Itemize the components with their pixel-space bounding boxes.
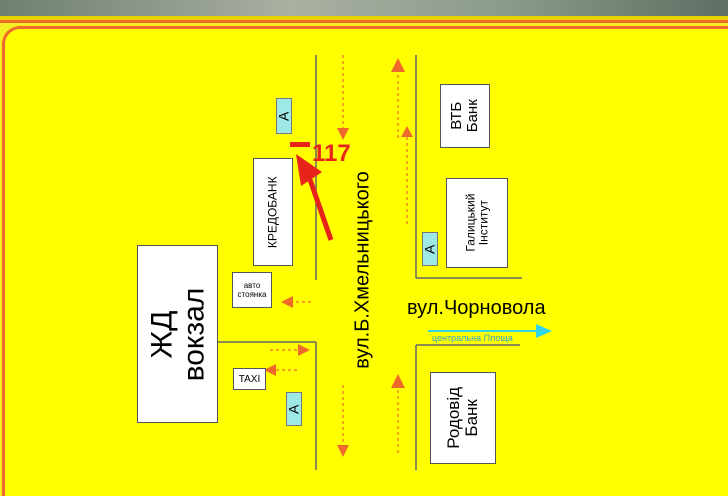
parking-building: авто стоянка (232, 272, 272, 308)
vtb-bank-label: ВТБ Банк (448, 99, 481, 133)
route-number-label: 117 (312, 140, 351, 167)
top-border-line (0, 20, 728, 23)
route-arrow-shaft (303, 167, 334, 241)
railway-station-building: ЖД вокзал (137, 245, 218, 423)
central-square-label: центральна Площа (432, 333, 513, 343)
galician-institute-label: Галицький Інститут (463, 194, 490, 252)
vtb-bank-building: ВТБ Банк (440, 84, 490, 148)
central-square-arrow-head (536, 324, 552, 338)
arrow-right-west (298, 344, 310, 356)
arrow-up-upper (391, 58, 405, 72)
arrow-left-west-lower (264, 364, 276, 376)
arrow-down-upper (337, 128, 349, 140)
arrow-left-west (281, 296, 293, 308)
map-board (2, 26, 728, 496)
top-edge (0, 16, 728, 20)
street-label-khmelnytskoho: вул.Б.Хмельницького (351, 171, 374, 369)
bus-stop-west-upper: A (276, 98, 292, 134)
galician-institute-building: Галицький Інститут (446, 178, 508, 268)
arrow-up-lower (391, 374, 405, 388)
route-stop-marker (290, 142, 310, 147)
taxi-stand: TAXI (233, 368, 266, 390)
rodovid-bank-label: Родовід Банк (444, 387, 481, 449)
bus-stop-east: A (422, 232, 438, 266)
rodovid-bank-building: Родовід Банк (430, 372, 496, 464)
route-arrow-head (296, 154, 322, 186)
railway-station-label: ЖД вокзал (145, 287, 210, 381)
street-layout (216, 55, 552, 470)
arrow-down-lower (337, 445, 349, 457)
kredobank-building: КРЕДОБАНК (253, 158, 293, 266)
bus-stop-west-lower: A (286, 392, 302, 426)
street-label-chornovola: вул.Чорновола (407, 297, 546, 319)
top-photo-strip (0, 0, 728, 16)
arrow-up-mid (401, 126, 413, 137)
kredobank-label: КРЕДОБАНК (265, 176, 280, 248)
